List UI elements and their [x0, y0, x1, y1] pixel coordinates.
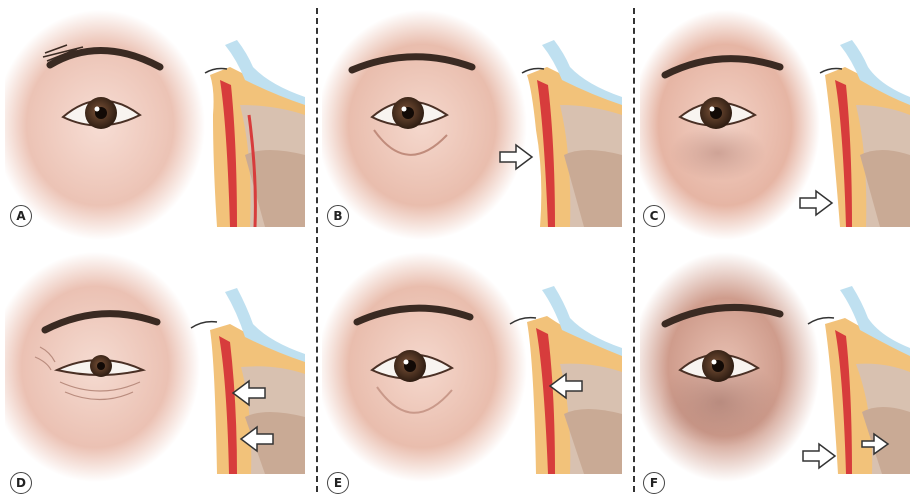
- cross-section: [205, 40, 305, 227]
- eye-highlight: [712, 360, 717, 365]
- panel-e-illustration: [322, 252, 622, 495]
- divider-left: [316, 8, 318, 492]
- under-eye-shadow: [670, 125, 766, 181]
- eye-highlight: [710, 107, 715, 112]
- panel-b-illustration: [322, 5, 622, 250]
- cross-section: [522, 40, 622, 227]
- arrow-right-icon: [803, 444, 835, 468]
- panel-c: C: [640, 5, 912, 250]
- panel-label: C: [643, 205, 665, 227]
- panel-d-illustration: [5, 252, 305, 495]
- panel-f-illustration: [640, 252, 910, 495]
- panel-b: B: [322, 5, 622, 250]
- panel-d: D: [5, 252, 305, 497]
- panel-a: A: [5, 5, 305, 250]
- cross-section: [820, 40, 910, 227]
- panel-f: F: [640, 252, 912, 497]
- panel-label: D: [10, 472, 32, 494]
- panel-label: B: [327, 205, 349, 227]
- panel-e: E: [322, 252, 622, 497]
- cross-section: [808, 286, 910, 474]
- panel-a-illustration: [5, 5, 305, 250]
- panel-label: F: [643, 472, 665, 494]
- panel-label: E: [327, 472, 349, 494]
- eye-highlight: [402, 107, 407, 112]
- face-skin: [640, 10, 820, 240]
- panel-c-illustration: [640, 5, 910, 250]
- face-skin: [322, 10, 527, 240]
- divider-right: [633, 8, 635, 492]
- eye-highlight: [404, 360, 409, 365]
- panel-label: A: [10, 205, 32, 227]
- pupil: [97, 362, 105, 370]
- eye-highlight: [95, 107, 100, 112]
- arrow-right-icon: [800, 191, 832, 215]
